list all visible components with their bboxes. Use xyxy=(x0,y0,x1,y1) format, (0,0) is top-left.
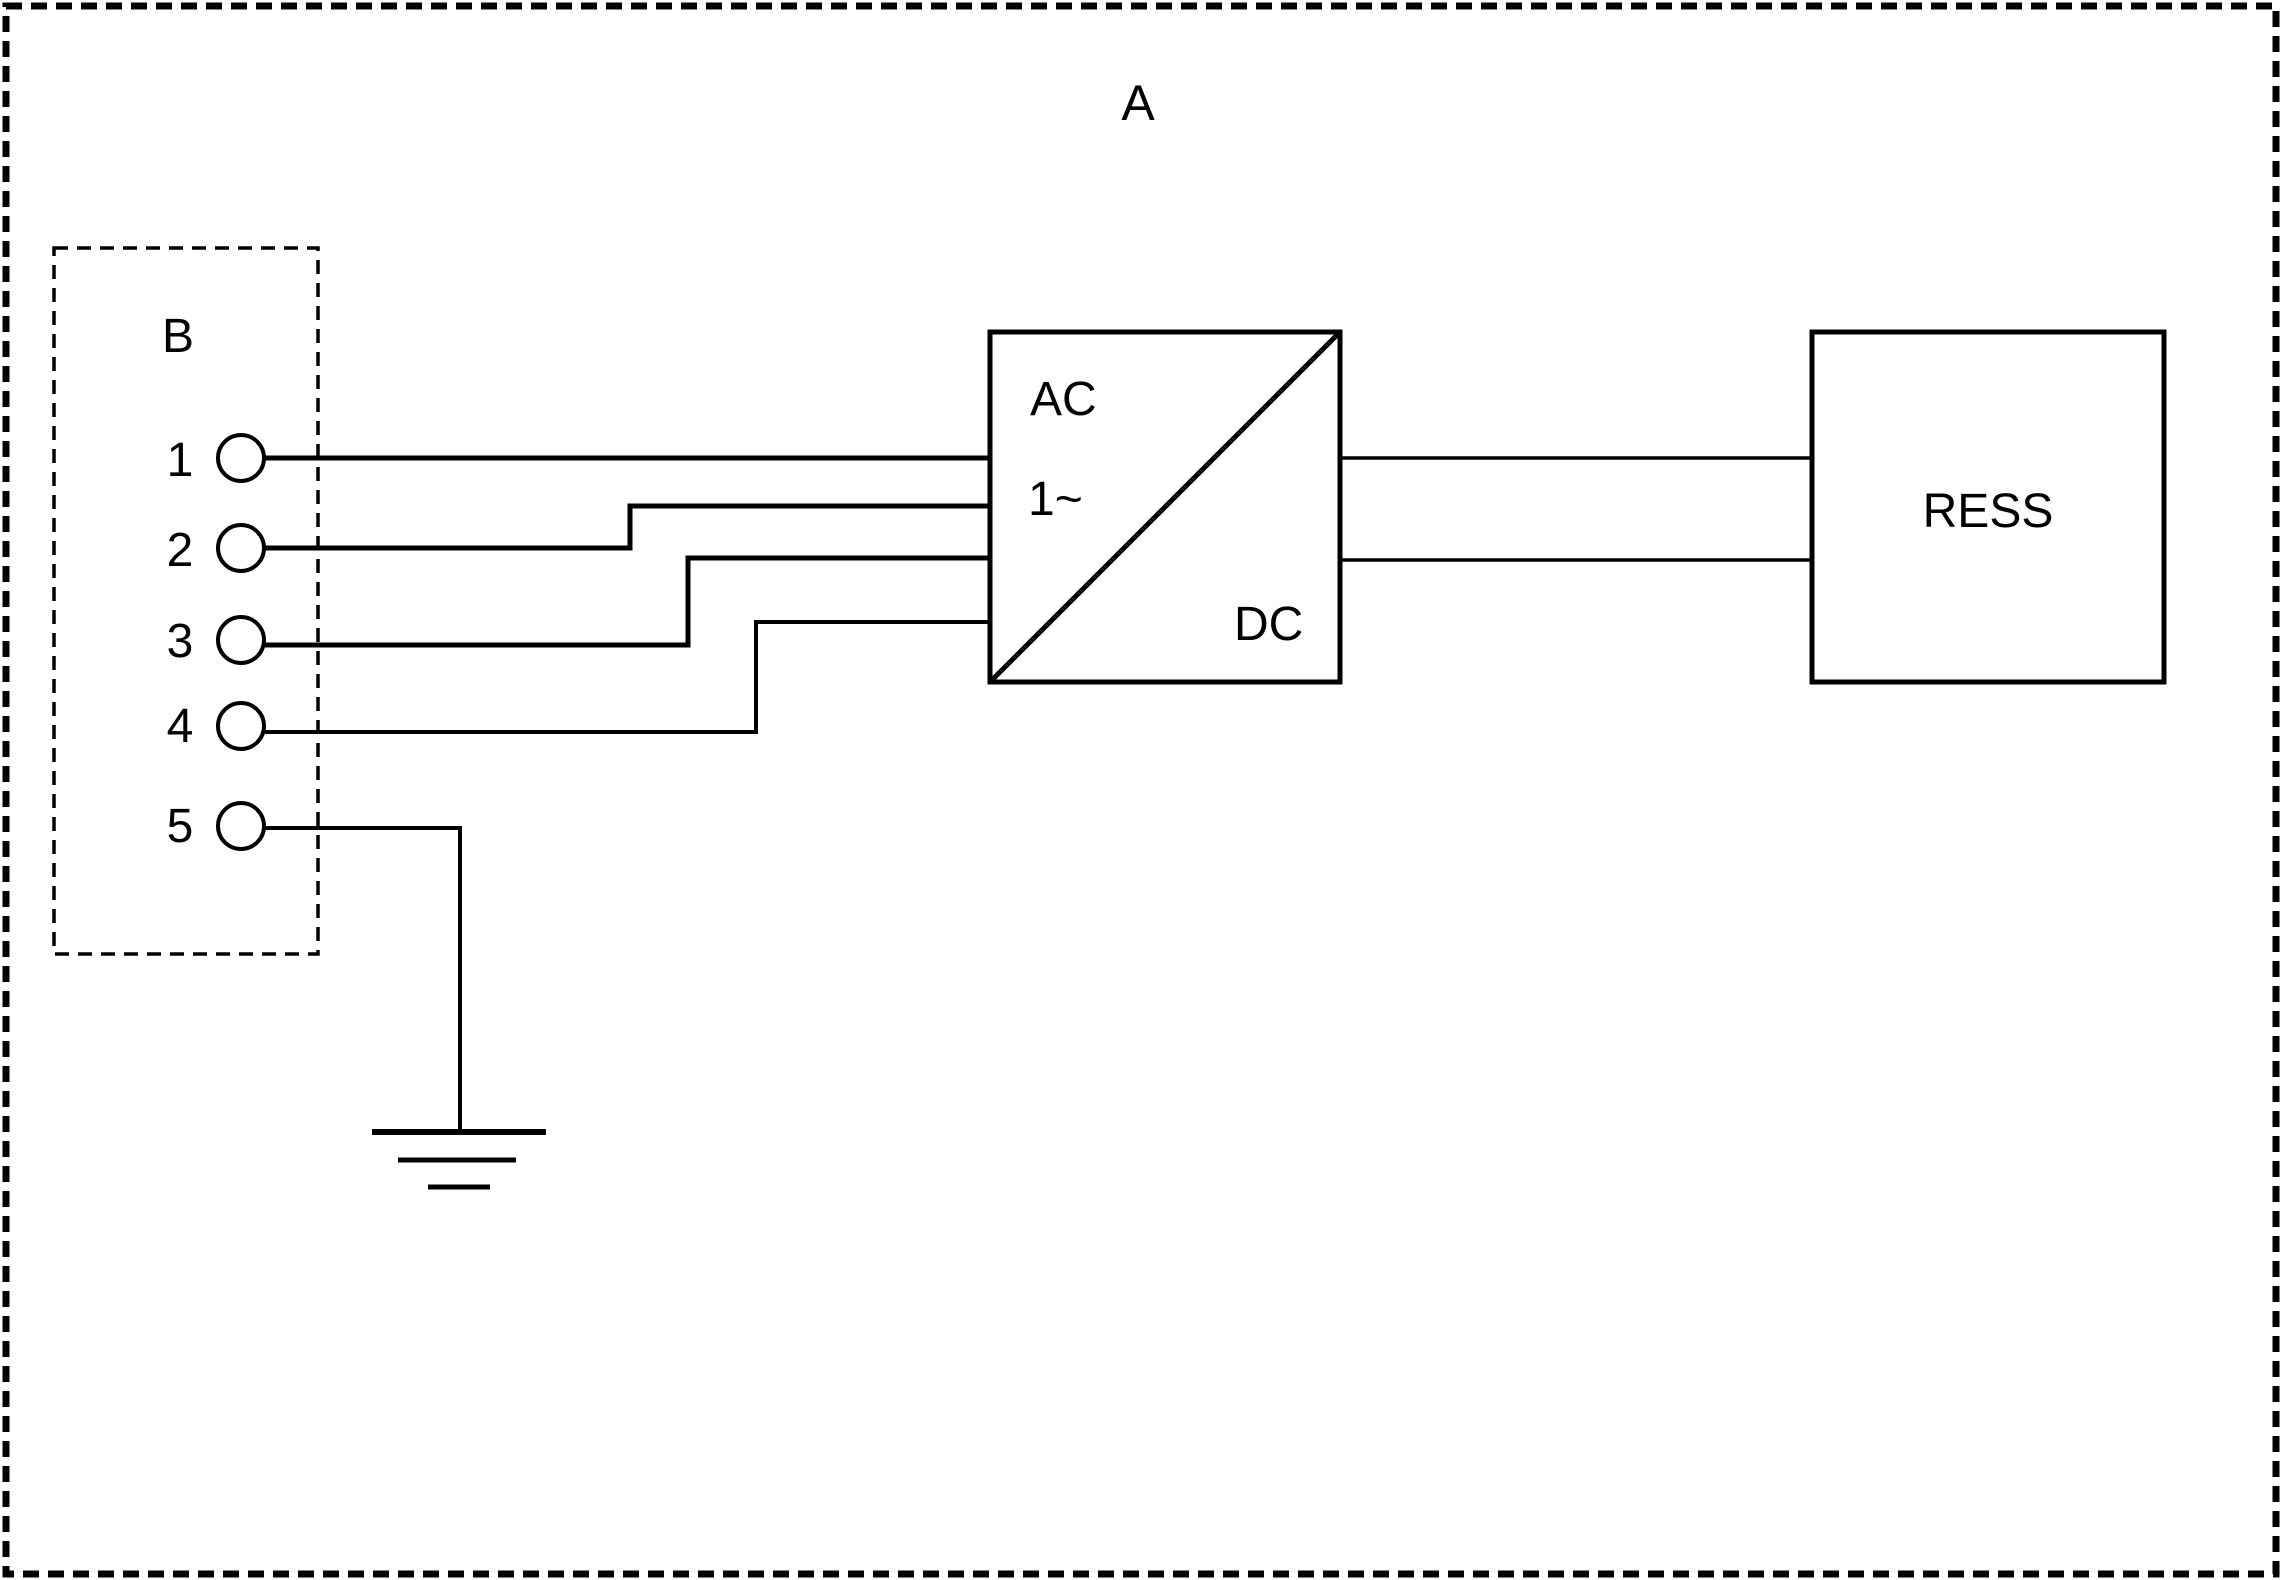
ground-icon xyxy=(372,1129,546,1190)
converter-dc-label: DC xyxy=(1234,598,1303,651)
terminal-1-connector xyxy=(216,433,266,483)
terminal-4-connector xyxy=(216,701,266,751)
converter-diagonal xyxy=(988,330,1342,684)
converter-ac-label: AC xyxy=(1030,373,1097,426)
terminal-label: 3 xyxy=(167,615,194,668)
terminal-3-connector xyxy=(216,615,266,665)
terminal-label: 4 xyxy=(167,700,194,753)
wire-3 xyxy=(265,555,990,648)
ground-wire xyxy=(265,826,462,1132)
terminal-label: 1 xyxy=(167,434,194,487)
outer-label-a: A xyxy=(1121,75,1155,131)
converter-phase-label: 1~ xyxy=(1028,473,1083,526)
wire-2 xyxy=(265,503,990,551)
inlet-boundary-b xyxy=(52,246,320,956)
inlet-label-b: B xyxy=(162,310,194,363)
ress-label: RESS xyxy=(1923,485,2054,538)
terminal-5-connector xyxy=(216,801,266,851)
terminal-label: 2 xyxy=(167,524,194,577)
wire-4 xyxy=(265,620,990,734)
terminal-2-connector xyxy=(216,523,266,573)
terminal-label: 5 xyxy=(167,800,194,853)
ress-block xyxy=(1809,329,2167,685)
